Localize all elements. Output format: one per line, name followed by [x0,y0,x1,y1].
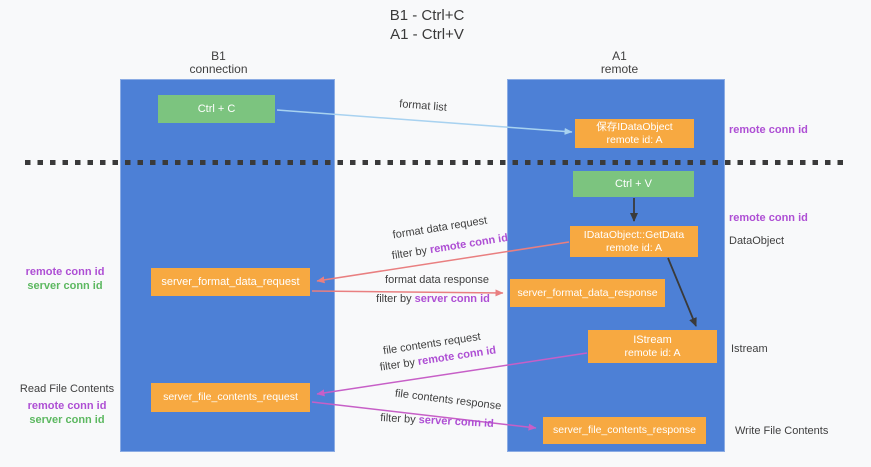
node-format-request-label: server_format_data_request [161,275,300,288]
node-save-idataobject-line1: 保存IDataObject [596,120,673,133]
node-ctrl-v: Ctrl + V [573,171,694,197]
diagram-title: B1 - Ctrl+C A1 - Ctrl+V [0,6,854,44]
node-ctrl-c-label: Ctrl + C [197,102,236,115]
lane-b1-name: B1 [211,49,226,63]
node-file-request-label: server_file_contents_request [163,391,298,403]
filter-by-text: filter by [391,244,431,263]
node-istream-line1: IStream [633,333,672,346]
node-server-file-contents-request: server_file_contents_request [151,383,310,412]
annotation-istream: Istream [731,343,768,355]
filter-key-server-conn-id: server conn id [418,414,495,430]
annotation-read-file-block: Read File Contents remote conn id server… [12,382,122,427]
node-getdata-line1: IDataObject::GetData [583,228,685,241]
label-file-response-filter: filter by server conn id [367,410,508,432]
node-server-format-data-response: server_format_data_response [510,279,665,307]
node-istream-line2: remote id: A [624,346,681,359]
annotation-dataobject: DataObject [729,235,785,247]
node-save-idataobject: 保存IDataObject remote id: A [575,119,694,148]
annotation-remote-conn-id-mid: remote conn id [729,212,808,224]
node-ctrl-c: Ctrl + C [158,95,275,123]
annotation-file-remote-conn-id: remote conn id [27,400,107,412]
label-format-list: format list [398,98,448,114]
lane-b1-role: connection [189,62,248,76]
label-format-response-filter: filter by server conn id [363,292,503,307]
title-line-2: A1 - Ctrl+V [390,26,464,43]
node-server-format-data-request: server_format_data_request [151,268,310,296]
label-format-data-response: format data response [385,274,489,286]
filter-by-text: filter by [376,293,415,305]
lane-a1-role: remote [600,62,639,76]
annotation-read-file-contents: Read File Contents [19,383,115,395]
node-server-file-contents-response: server_file_contents_response [543,417,706,444]
filter-key-server-conn-id: server conn id [414,293,490,305]
lane-header-b1: B1 connection [141,50,296,76]
node-save-idataobject-line2: remote id: A [606,133,663,146]
node-idataobject-getdata: IDataObject::GetData remote id: A [570,226,698,257]
annotation-write-file-contents: Write File Contents [735,425,829,437]
annotation-format-conn-ids: remote conn id server conn id [15,265,115,293]
annotation-format-remote-conn-id: remote conn id [25,266,105,278]
node-getdata-line2: remote id: A [605,241,663,254]
node-file-response-label: server_file_contents_response [552,424,696,436]
lane-a1-name: A1 [612,49,627,63]
title-line-1: B1 - Ctrl+C [389,7,465,24]
lane-header-a1: A1 remote [542,50,697,76]
node-istream: IStream remote id: A [588,330,717,363]
annotation-remote-conn-id-top: remote conn id [729,124,808,136]
annotation-format-server-conn-id: server conn id [27,280,103,292]
node-ctrl-v-label: Ctrl + V [615,177,652,190]
filter-by-text: filter by [379,412,420,427]
annotation-file-server-conn-id: server conn id [29,414,105,426]
node-format-response-label: server_format_data_response [517,286,658,299]
